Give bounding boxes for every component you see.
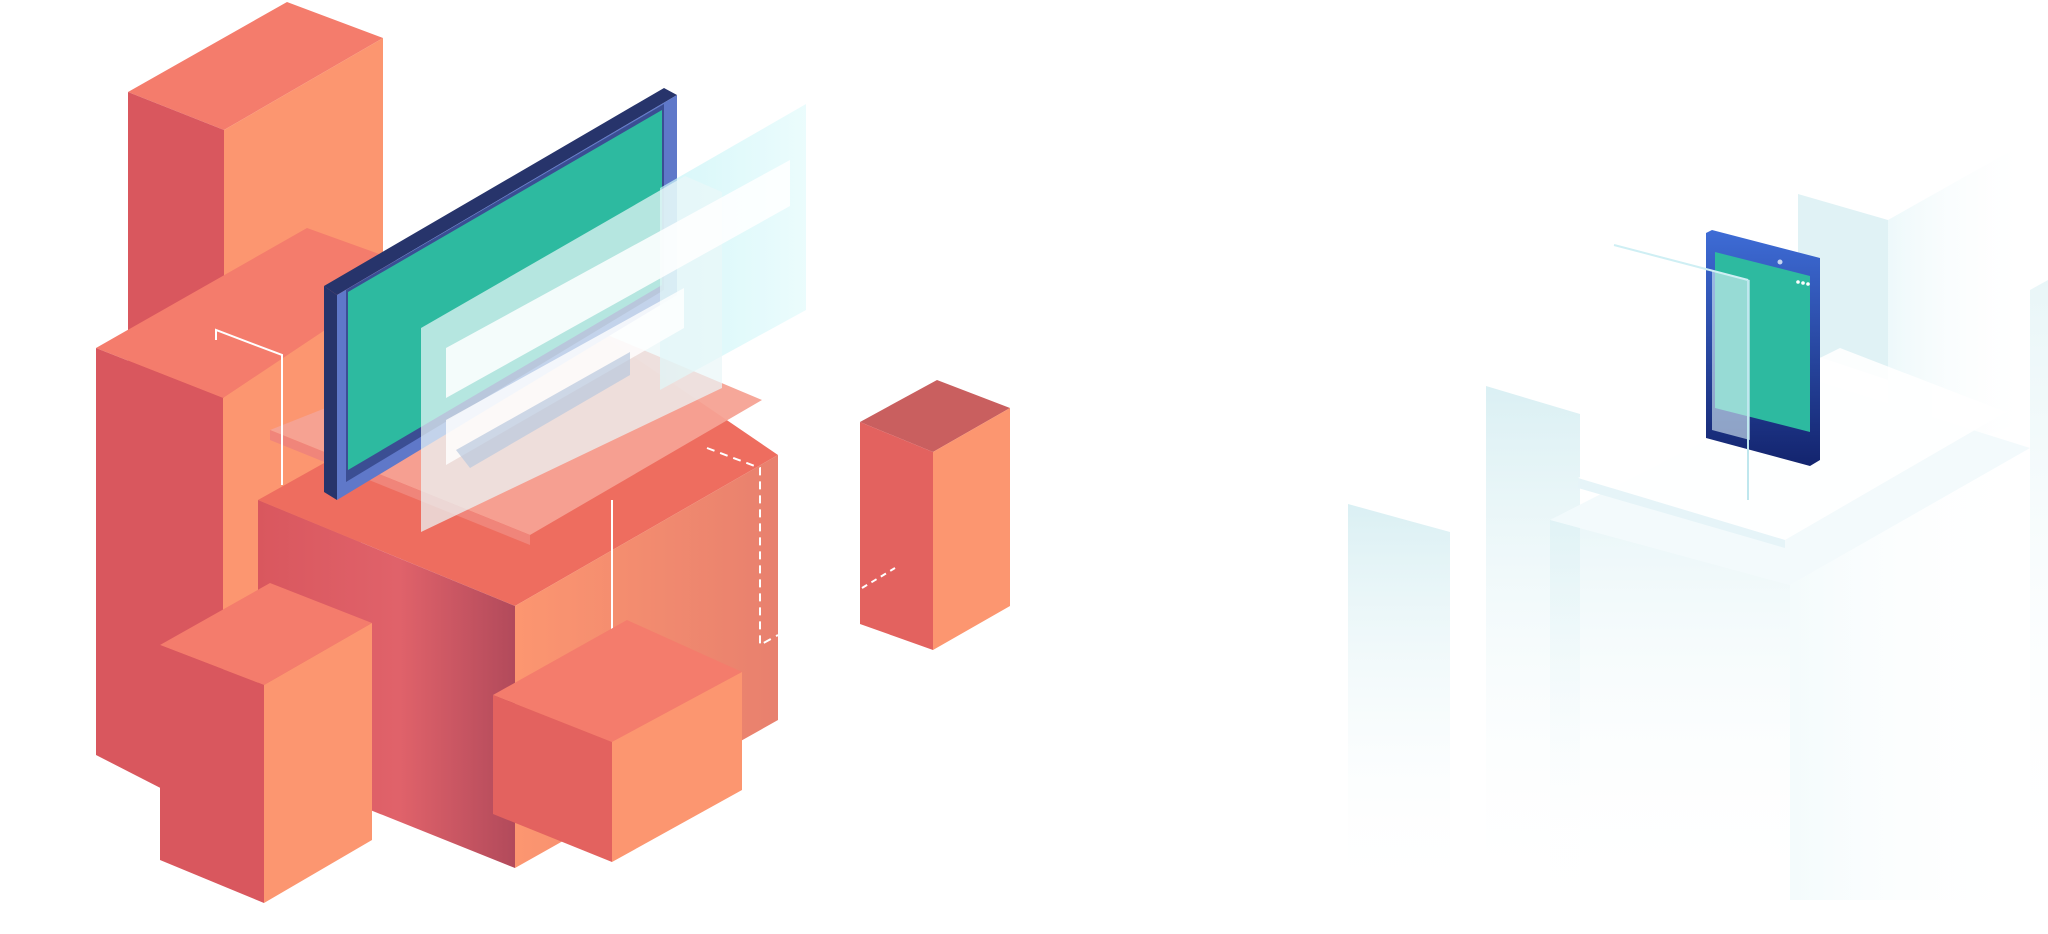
standalone-block	[860, 380, 1010, 650]
orange-block-group	[96, 2, 1010, 903]
guide-line	[215, 328, 283, 485]
guide-line	[1613, 244, 1749, 281]
glass-panels	[421, 104, 806, 532]
front-left-block	[160, 583, 372, 903]
tablet-glass-panel	[1712, 270, 1750, 440]
dashed-guide	[706, 447, 779, 647]
ghost-block-group	[1348, 140, 2048, 900]
front-center-block	[493, 620, 742, 862]
